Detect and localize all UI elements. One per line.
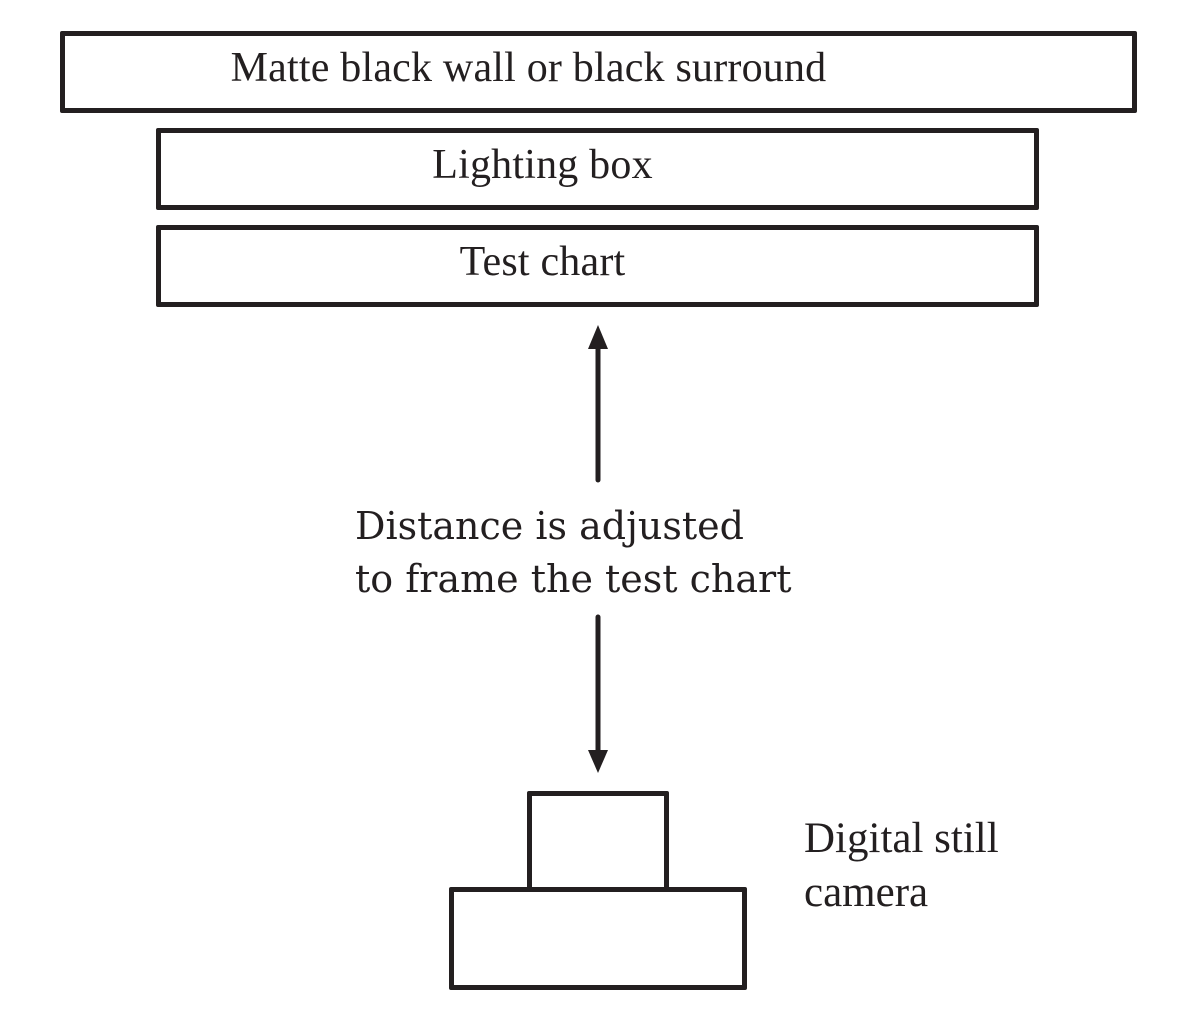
camera-label-line-2: camera: [804, 869, 929, 916]
lighting-box: Lighting box: [156, 128, 1039, 210]
matte-black-wall-box: Matte black wall or black surround: [60, 31, 1137, 113]
arrow-down-head-icon: [588, 750, 608, 773]
camera-viewfinder-icon: [527, 791, 669, 893]
matte-black-wall-label: Matte black wall or black surround: [230, 45, 827, 91]
arrow-up-head-icon: [588, 325, 608, 349]
arrow-down-to-camera: [588, 614, 608, 773]
test-chart-box: Test chart: [156, 225, 1039, 307]
lighting-box-label: Lighting box: [432, 142, 653, 188]
camera-label-line-1: Digital still: [804, 815, 999, 862]
distance-label-line-1: Distance is adjusted: [355, 504, 744, 548]
test-chart-label: Test chart: [459, 239, 626, 285]
distance-label-line-2: to frame the test chart: [355, 557, 792, 601]
camera-body-icon: [449, 887, 747, 990]
digital-still-camera-label: Digital still camera: [804, 812, 999, 920]
distance-adjustment-label: Distance is adjusted to frame the test c…: [355, 500, 791, 606]
arrow-up-to-test-chart: [588, 325, 608, 483]
